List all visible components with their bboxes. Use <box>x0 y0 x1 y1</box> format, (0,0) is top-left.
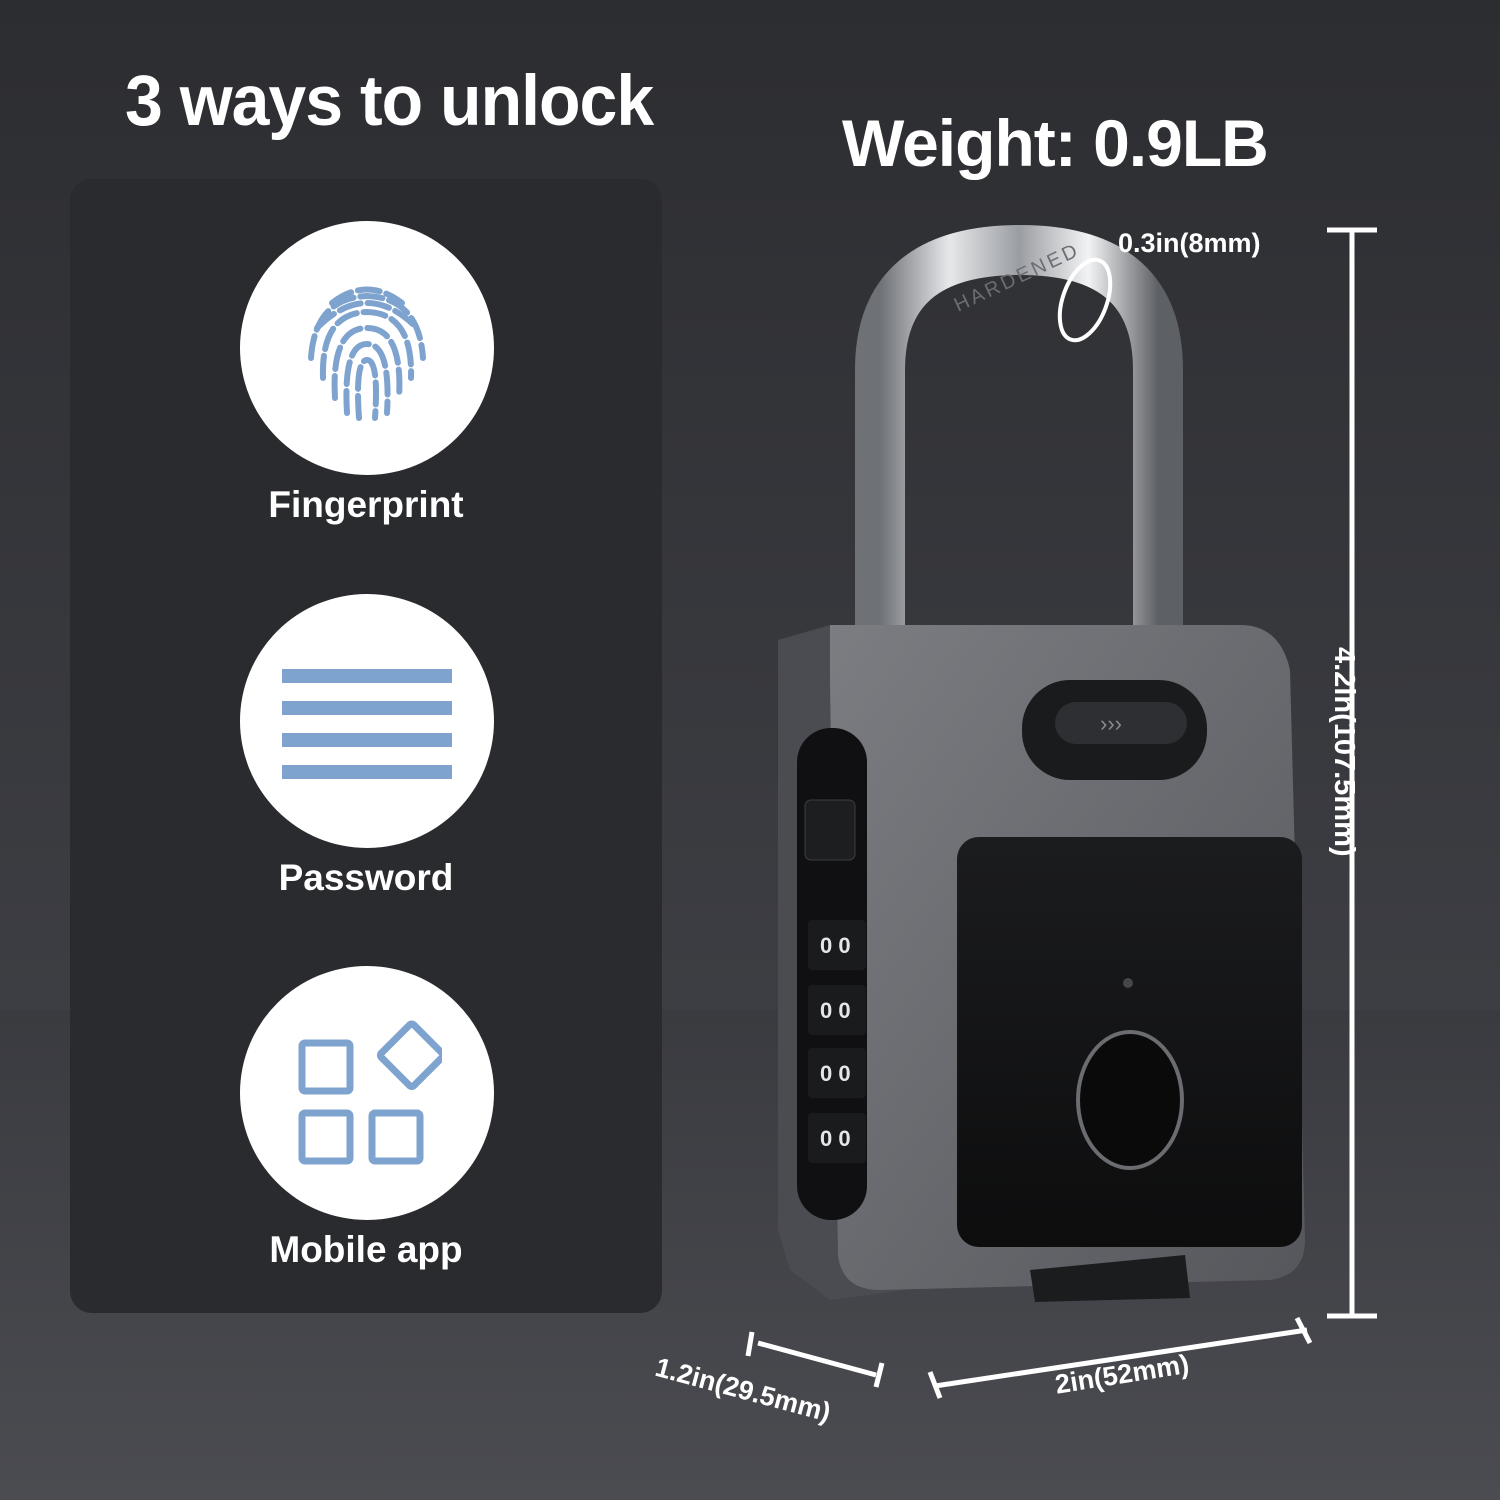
status-led <box>1123 978 1133 988</box>
password-icon-circle <box>240 594 494 848</box>
dimension-height-label: 4.2in(107.5mm) <box>1328 647 1360 857</box>
app-grid-icon <box>298 1020 442 1165</box>
shackle-diameter-marker <box>1057 257 1113 343</box>
dimension-shackle-label: 0.3in(8mm) <box>1118 228 1261 258</box>
feature-label-fingerprint: Fingerprint <box>268 484 464 525</box>
combination-wheels <box>808 920 866 1163</box>
fingerprint-icon <box>308 286 426 421</box>
fingerprint-icon-circle <box>240 221 494 475</box>
password-lines-icon <box>282 669 452 779</box>
app-icon-circle <box>240 966 494 1220</box>
bottom-port <box>1030 1255 1190 1302</box>
side-reset-button <box>804 799 856 861</box>
svg-text:›››: ››› <box>1100 711 1122 736</box>
fingerprint-sensor <box>1076 1030 1184 1170</box>
svg-text:0 0: 0 0 <box>820 1126 851 1151</box>
svg-text:0 0: 0 0 <box>820 933 851 958</box>
shackle <box>855 224 1183 640</box>
unlock-methods-panel: Fingerprint Password Mobile app <box>70 179 662 1313</box>
page-title: 3 ways to unlock <box>125 61 654 141</box>
weight-heading: Weight: 0.9LB <box>842 106 1269 180</box>
svg-text:0 0: 0 0 <box>820 998 851 1023</box>
feature-label-password: Password <box>278 857 454 898</box>
svg-text:0 0: 0 0 <box>820 1061 851 1086</box>
feature-label-mobile-app: Mobile app <box>269 1229 463 1270</box>
dimension-lines <box>745 227 1377 1399</box>
